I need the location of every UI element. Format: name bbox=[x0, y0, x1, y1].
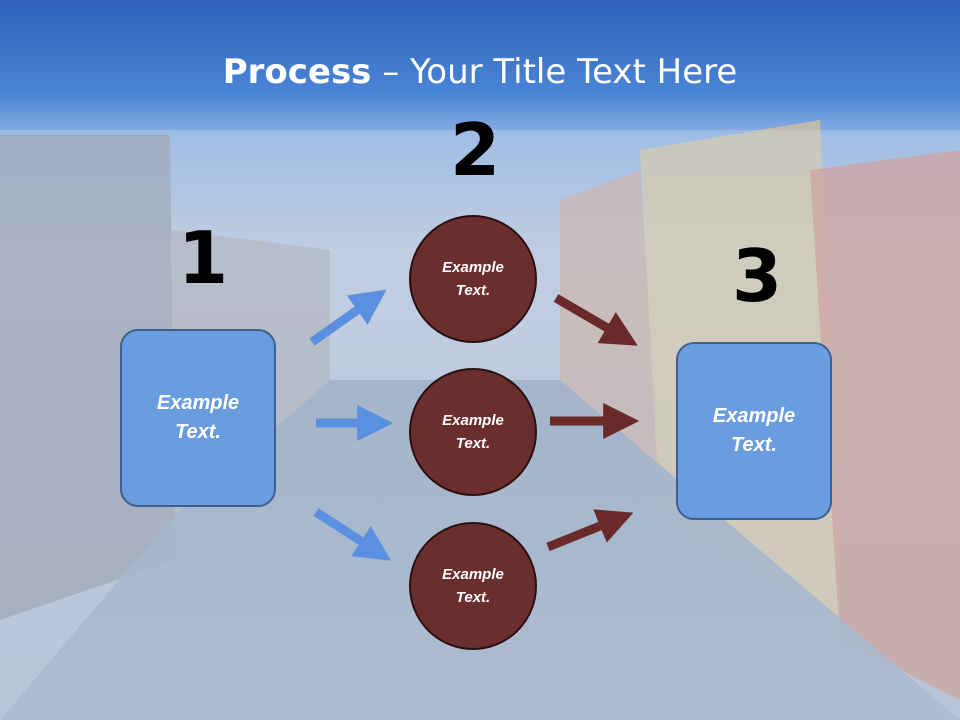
title-bold: Process bbox=[222, 52, 372, 92]
step-number-3: 3 bbox=[732, 234, 783, 318]
right-box-text: Example Text. bbox=[712, 405, 796, 456]
circle-bottom: Example Text. bbox=[409, 522, 537, 650]
maroon-arrow-up bbox=[546, 509, 634, 552]
left-process-box: Example Text. bbox=[120, 329, 276, 507]
circle-middle-text: Example Text. bbox=[442, 412, 504, 452]
blue-arrow-down bbox=[313, 508, 392, 561]
right-process-box: Example Text. bbox=[676, 342, 832, 520]
circle-middle: Example Text. bbox=[409, 368, 537, 496]
left-box-text: Example Text. bbox=[156, 392, 240, 443]
slide-title: Process – Your Title Text Here bbox=[0, 52, 960, 92]
circle-top-text: Example Text. bbox=[442, 259, 504, 299]
blue-arrow-up bbox=[309, 289, 387, 346]
title-rest: – Your Title Text Here bbox=[371, 52, 738, 92]
step-number-1: 1 bbox=[178, 216, 229, 300]
maroon-arrow-down bbox=[553, 294, 638, 346]
circle-bottom-text: Example Text. bbox=[442, 566, 504, 606]
step-number-2: 2 bbox=[450, 108, 501, 192]
circle-top: Example Text. bbox=[409, 215, 537, 343]
